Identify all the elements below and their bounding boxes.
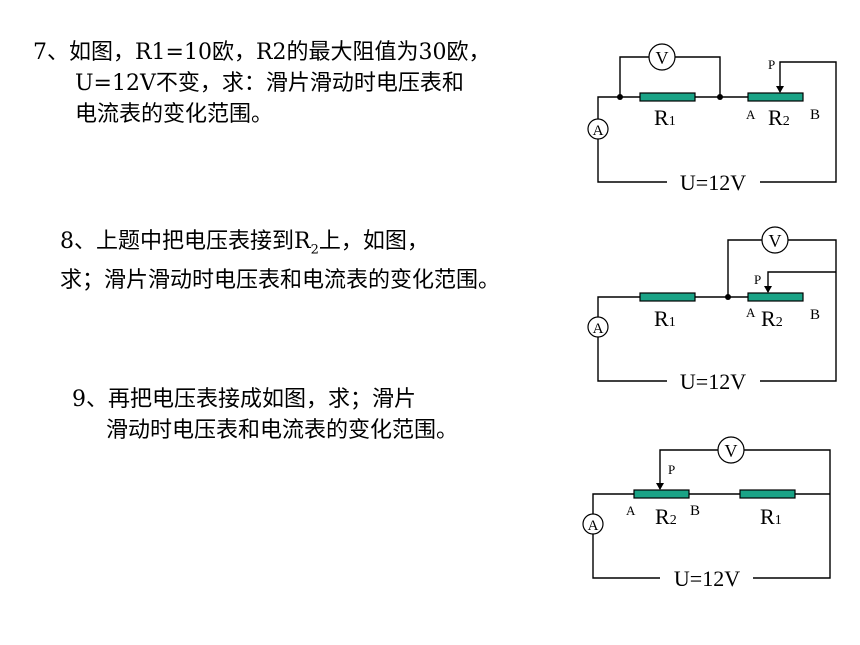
terminal-b-label: B — [810, 107, 820, 123]
question-8-line-2: 求；滑片滑动时电压表和电流表的变化范围。 — [60, 268, 501, 294]
resistor-r1 — [739, 489, 796, 499]
wire — [760, 61, 837, 183]
r1-label: R1 — [654, 306, 676, 331]
voltmeter-label: V — [725, 441, 738, 461]
terminal-a-label: A — [746, 107, 756, 122]
source-label: U=12V — [680, 369, 746, 394]
voltmeter — [648, 43, 676, 71]
voltmeter — [761, 226, 789, 254]
r2-label: R2 — [768, 105, 790, 130]
voltmeter-label: V — [769, 231, 782, 251]
r2-subscript: 2 — [670, 513, 677, 528]
resistor-r2 — [747, 292, 804, 302]
resistor-r1 — [639, 292, 696, 302]
r1-letter: R — [654, 105, 669, 130]
slider-p-label: P — [768, 57, 775, 72]
question-9: 9、再把电压表接成如图，求；滑片 滑动时电压表和电流表的变化范围。 — [72, 384, 458, 446]
junction-dot — [617, 94, 623, 100]
source-label: U=12V — [680, 170, 746, 195]
terminal-b-label: B — [810, 307, 820, 323]
question-9-line-1: 9、再把电压表接成如图，求；滑片 — [72, 387, 416, 412]
r1-label: R1 — [654, 105, 676, 130]
slider-arrow-icon — [656, 483, 664, 490]
slider-p-label: P — [754, 272, 761, 287]
voltmeter — [717, 436, 745, 464]
r1-subscript: 1 — [775, 513, 782, 528]
wire — [619, 56, 649, 97]
question-7-line-2: U=12V不变，求：滑片滑动时电压表和 — [75, 71, 464, 96]
wire — [597, 96, 640, 120]
junction-dot — [717, 94, 723, 100]
circuit-8: V A R1 R2 A B P U=12V — [587, 226, 837, 394]
wire — [675, 56, 721, 97]
resistor-r2 — [747, 92, 804, 102]
wire — [597, 138, 667, 183]
terminal-b-label: B — [690, 503, 700, 519]
source-label: U=12V — [674, 566, 740, 591]
r2-label: R2 — [761, 306, 783, 331]
wire — [727, 239, 762, 297]
question-8-line-1-sub: 2 — [310, 242, 319, 258]
wire — [592, 533, 660, 579]
junction-dot — [725, 294, 731, 300]
r2-label: R2 — [655, 504, 677, 529]
wire — [659, 449, 718, 489]
question-8: 8、上题中把电压表接到R2上，如图， 求；滑片滑动时电压表和电流表的变化范围。 — [60, 226, 500, 296]
r1-label: R1 — [760, 504, 782, 529]
r1-subscript: 1 — [669, 114, 676, 129]
wire — [597, 296, 640, 318]
wire — [767, 271, 836, 292]
question-8-line-1-head: 8、上题中把电压表接到R — [60, 229, 311, 254]
slider-arrow-icon — [776, 86, 784, 93]
r2-letter: R — [655, 504, 670, 529]
question-7-line-3: 电流表的变化范围。 — [75, 102, 274, 127]
circuit-7: V A R1 R2 A B P U=12V — [587, 43, 837, 195]
resistor-r1 — [639, 92, 696, 102]
wire — [592, 493, 634, 515]
r2-letter: R — [768, 105, 783, 130]
question-7-line-1: 7、如图，R1=10欧，R2的最大阻值为30欧， — [33, 40, 491, 65]
ammeter — [587, 118, 609, 140]
circuit-9: V A R2 R1 A B P U=12V — [582, 436, 831, 591]
terminal-a-label: A — [626, 503, 636, 518]
terminal-a-label: A — [746, 305, 756, 320]
r2-subscript: 2 — [776, 315, 783, 330]
ammeter-label: A — [593, 123, 604, 139]
ammeter-label: A — [593, 321, 604, 337]
question-9-line-2: 滑动时电压表和电流表的变化范围。 — [106, 418, 459, 443]
voltmeter-label: V — [656, 48, 669, 68]
slider-arrow-icon — [764, 286, 772, 293]
question-8-line-1: 8、上题中把电压表接到R2上，如图， — [60, 226, 500, 265]
r1-subscript: 1 — [669, 315, 676, 330]
question-7: 7、如图，R1=10欧，R2的最大阻值为30欧， U=12V不变，求：滑片滑动时… — [33, 37, 491, 130]
wire — [597, 336, 667, 382]
resistor-r2 — [633, 489, 690, 499]
wire — [760, 239, 837, 382]
ammeter-label: A — [588, 518, 599, 534]
slider-p-label: P — [668, 462, 675, 477]
wire — [744, 449, 831, 579]
r1-letter: R — [654, 306, 669, 331]
r1-letter: R — [760, 504, 775, 529]
question-8-line-1-tail: 上，如图， — [318, 229, 429, 254]
ammeter — [587, 316, 609, 338]
ammeter — [582, 513, 604, 535]
r2-subscript: 2 — [783, 114, 790, 129]
r2-letter: R — [761, 306, 776, 331]
